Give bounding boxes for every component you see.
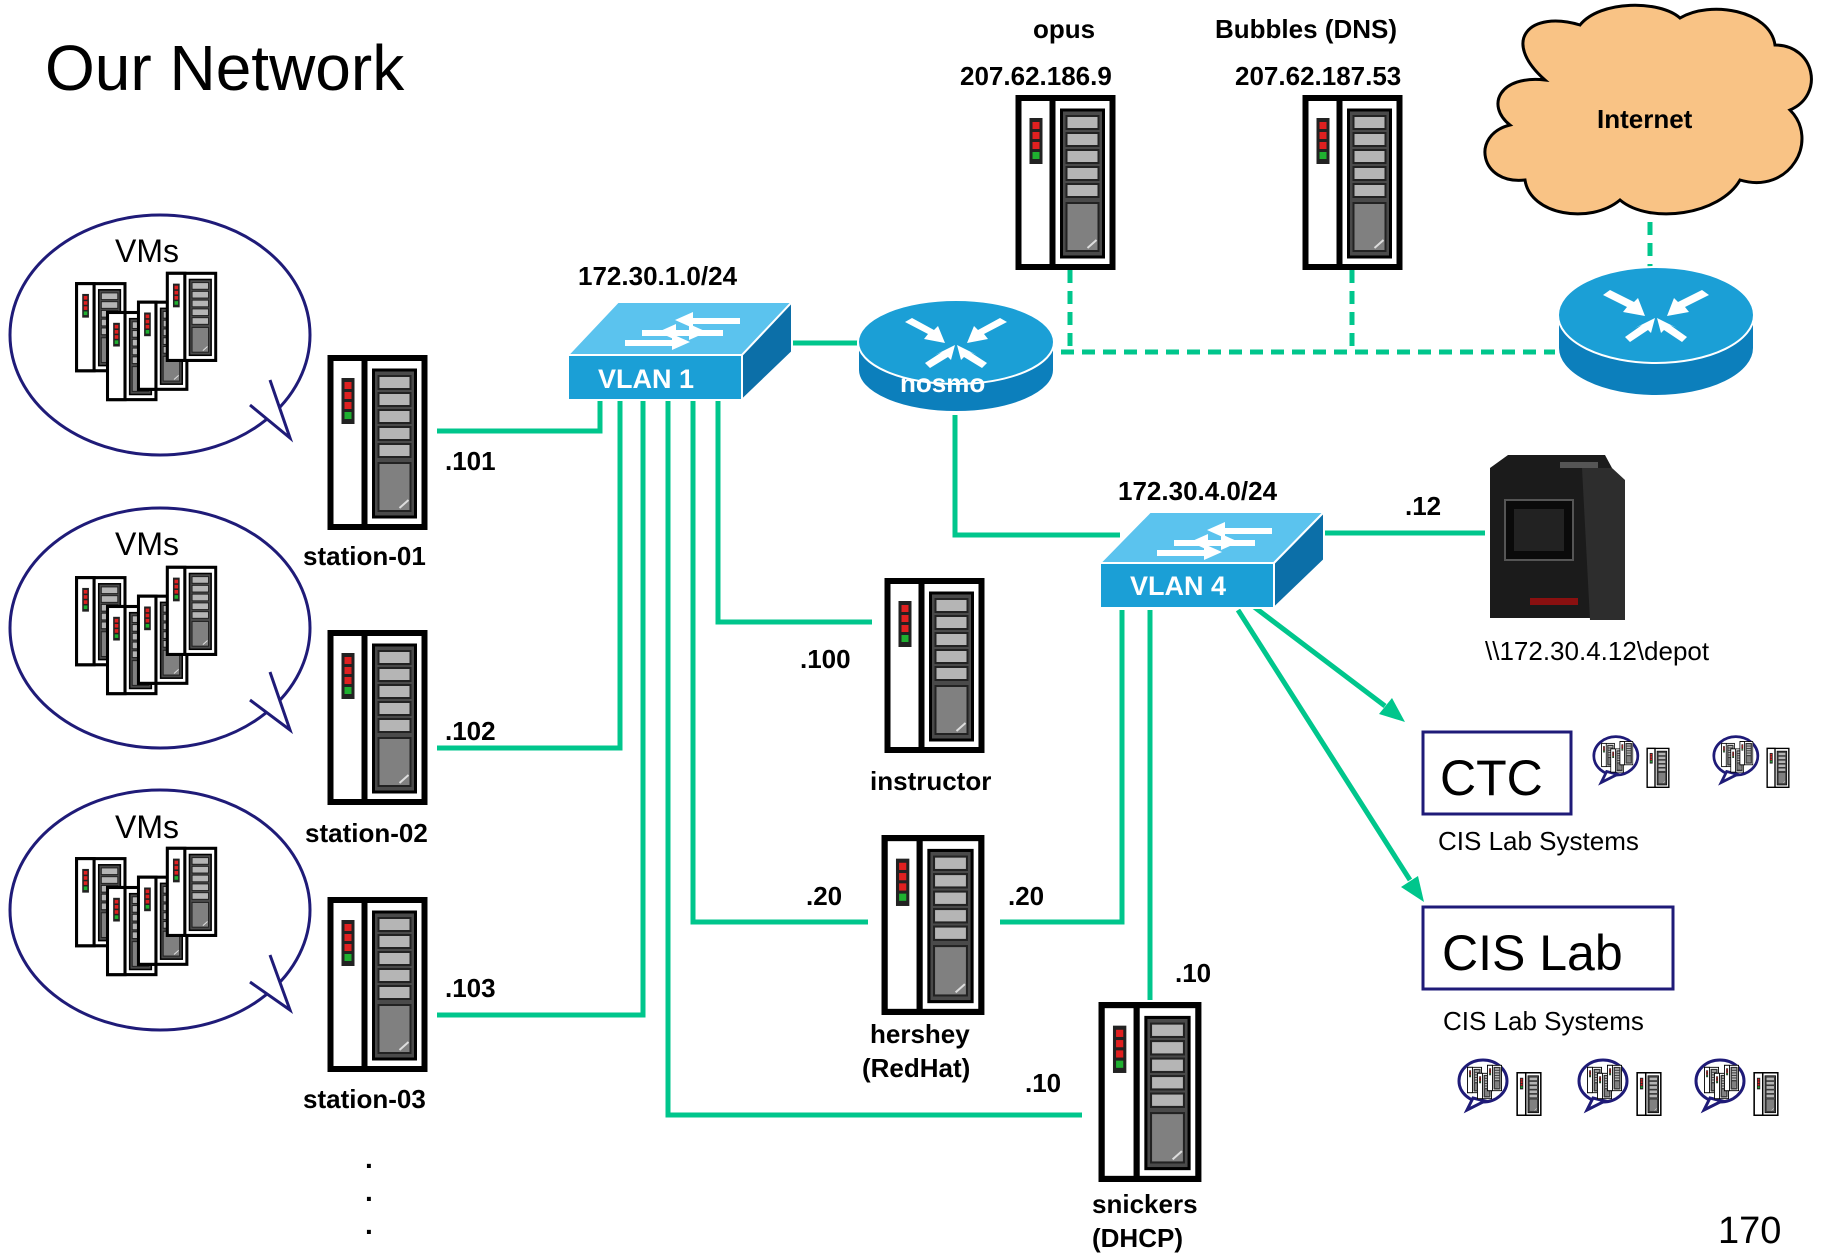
vm-bubble-1: VMs [8, 213, 312, 457]
lab-cislab: CIS Lab CIS Lab Systems [1421, 905, 1778, 1115]
ctc-name: CTC [1440, 750, 1543, 806]
lab-cluster-icon [1579, 1060, 1661, 1115]
router-edge [1557, 266, 1755, 397]
station-01: station-01 .101 [303, 358, 496, 571]
server-instructor: instructor .100 [800, 581, 991, 796]
station-ip: .103 [445, 973, 496, 1003]
hershey-os: (RedHat) [862, 1053, 970, 1083]
server-icon [1306, 98, 1400, 267]
page-number: 170 [1718, 1210, 1781, 1252]
lab-cluster-icon [1696, 1060, 1778, 1115]
bubbles-ip: 207.62.187.53 [1235, 61, 1401, 91]
cislab-name: CIS Lab [1442, 925, 1623, 981]
router-label: nosmo [900, 368, 985, 398]
server-icon [888, 581, 982, 750]
nas-share: \\172.30.4.12\depot [1485, 636, 1710, 666]
hershey-ip-vlan4: .20 [1008, 881, 1044, 911]
router-nosmo: nosmo [857, 299, 1055, 413]
server-opus: opus 207.62.186.9 [960, 14, 1113, 267]
link-station-03 [437, 395, 646, 1018]
vm-label: VMs [115, 526, 179, 562]
svg-text:·: · [365, 1183, 374, 1214]
snickers-ip-vlan1: .10 [1025, 1068, 1061, 1098]
vm-bubble-2: VMs [8, 506, 312, 750]
vlan1-subnet: 172.30.1.0/24 [578, 261, 738, 291]
ellipsis: · · · [365, 1150, 374, 1247]
station-03: station-03 .103 [303, 900, 496, 1114]
server-snickers: snickers (DHCP) .10 .10 [1025, 958, 1211, 1253]
link-snickers-vlan1 [665, 395, 1082, 1118]
link-instructor-vlan1 [715, 395, 872, 625]
hershey-name: hershey [870, 1019, 970, 1049]
arrowhead-ctc [1379, 698, 1405, 722]
ctc-caption: CIS Lab Systems [1438, 826, 1639, 856]
switch-vlan1: 172.30.1.0/24 VLAN 1 [565, 261, 795, 403]
server-icon [331, 633, 425, 802]
station-02: station-02 .102 [305, 633, 496, 848]
vlan4-label: VLAN 4 [1130, 571, 1226, 601]
vlan4-subnet: 172.30.4.0/24 [1118, 476, 1278, 506]
snickers-role: (DHCP) [1092, 1223, 1183, 1253]
lab-cluster-icon [1459, 1060, 1541, 1115]
snickers-ip-vlan4: .10 [1175, 958, 1211, 988]
internet-cloud: Internet [1483, 3, 1813, 216]
link-hershey-vlan1 [690, 395, 868, 925]
lab-cluster-icon [1594, 737, 1669, 788]
instructor-name: instructor [870, 766, 991, 796]
arrowheads [1379, 698, 1424, 902]
cislab-caption: CIS Lab Systems [1443, 1006, 1644, 1036]
link-station-02 [437, 395, 623, 751]
switch-vlan4: 172.30.4.0/24 VLAN 4 [1097, 476, 1327, 611]
link-station-01 [437, 395, 603, 434]
server-icon [331, 900, 425, 1069]
link-vlan4-ctc [1243, 598, 1387, 708]
slide-title: Our Network [45, 32, 405, 104]
server-icon [885, 838, 982, 1012]
opus-ip: 207.62.186.9 [960, 61, 1112, 91]
svg-text:·: · [365, 1150, 374, 1181]
bubbles-name: Bubbles (DNS) [1215, 14, 1397, 44]
instructor-ip: .100 [800, 644, 851, 674]
vm-bubble-3: VMs [8, 788, 312, 1032]
snickers-name: snickers [1092, 1189, 1198, 1219]
station-name: station-01 [303, 541, 426, 571]
opus-name: opus [1033, 14, 1095, 44]
lab-ctc: CTC CIS Lab Systems [1421, 730, 1789, 856]
station-name: station-02 [305, 818, 428, 848]
arrowhead-cislab [1401, 876, 1424, 902]
station-ip: .102 [445, 716, 496, 746]
vm-label: VMs [115, 809, 179, 845]
link-vlan4-cislab [1235, 608, 1413, 882]
link-nosmo-vlan4 [952, 415, 1120, 538]
nas-device: .12 \\172.30.4.12\depot [1405, 455, 1710, 666]
hershey-ip-vlan1: .20 [806, 881, 842, 911]
vlan1-label: VLAN 1 [598, 364, 694, 394]
server-icon [1102, 1005, 1199, 1179]
internet-label: Internet [1597, 104, 1693, 134]
server-icon [1019, 98, 1113, 267]
server-bubbles: Bubbles (DNS) 207.62.187.53 [1215, 14, 1401, 267]
lab-cluster-icon [1714, 737, 1789, 788]
server-hershey: hershey (RedHat) .20 .20 [806, 838, 1044, 1083]
station-name: station-03 [303, 1084, 426, 1114]
nas-ip: .12 [1405, 491, 1441, 521]
link-hershey-vlan4 [1000, 610, 1125, 925]
server-icon [331, 358, 425, 527]
station-ip: .101 [445, 446, 496, 476]
vm-label: VMs [115, 233, 179, 269]
links [437, 340, 1485, 1118]
svg-text:·: · [365, 1216, 374, 1247]
